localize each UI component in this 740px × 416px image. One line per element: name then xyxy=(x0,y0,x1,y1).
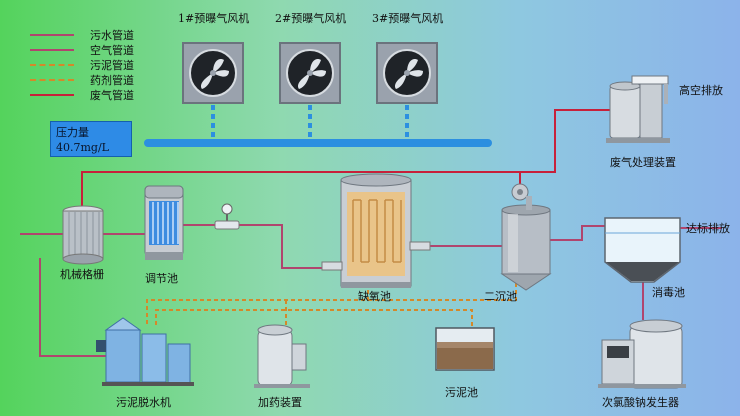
legend-label: 污泥管道 xyxy=(90,59,134,72)
disinfection-tank-label: 消毒池 xyxy=(652,286,685,299)
fan-2-label: 2#预曝气风机 xyxy=(275,12,347,25)
sludge-tank-icon xyxy=(435,327,495,371)
exhaust-pipe xyxy=(81,109,612,208)
fan-blade-icon xyxy=(201,59,229,89)
fan-3[interactable] xyxy=(376,42,438,104)
secondary-clarifier-label: 二沉池 xyxy=(484,290,517,303)
fan-blade-icon xyxy=(395,59,423,89)
regulating-tank-label: 调节池 xyxy=(145,272,178,285)
fan-1[interactable] xyxy=(182,42,244,104)
anoxic-tank-icon xyxy=(321,173,431,288)
legend-swatch xyxy=(30,64,74,66)
fan-rotor-icon xyxy=(286,49,334,97)
disinfection-tank-icon xyxy=(604,217,681,283)
legend-label: 废气管道 xyxy=(90,89,134,102)
legend-row-air: 空气管道 xyxy=(30,43,134,57)
air-header-pipe xyxy=(144,139,492,147)
pressure-title: 压力量 xyxy=(56,126,89,139)
sludge-tank-label: 污泥池 xyxy=(445,386,478,399)
pressure-readout: 压力量 40.7mg/L xyxy=(50,121,132,157)
secondary-clarifier-icon xyxy=(500,183,552,291)
gas-treatment-label: 废气处理装置 xyxy=(610,156,676,169)
regulating-to-anoxic-pipe xyxy=(182,224,326,269)
screen-to-dewatering-pipe xyxy=(39,258,108,357)
fan-rotor-icon xyxy=(383,49,431,97)
fan-3-label: 3#预曝气风机 xyxy=(372,12,444,25)
legend-row-sewage: 污水管道 xyxy=(30,28,134,42)
sludge-dewatering-icon xyxy=(96,317,194,386)
chlorine-generator-label: 次氯酸钠发生器 xyxy=(602,396,679,409)
legend-row-chemical: 药剂管道 xyxy=(30,73,134,87)
legend-label: 污水管道 xyxy=(90,29,134,42)
flow-meter-icon xyxy=(214,203,240,230)
fan-rotor-icon xyxy=(189,49,237,97)
gas-treatment-icon xyxy=(606,75,670,143)
compliant-discharge-label: 达标排放 xyxy=(686,222,730,235)
legend-swatch xyxy=(30,49,74,51)
legend-row-sludge: 污泥管道 xyxy=(30,58,134,72)
fan-1-label: 1#预曝气风机 xyxy=(178,12,250,25)
dosing-device-icon xyxy=(254,324,310,388)
anoxic-tank-label: 缺氧池 xyxy=(358,290,391,303)
mechanical-screen-label: 机械格栅 xyxy=(60,268,104,281)
sludge-dewatering-label: 污泥脱水机 xyxy=(116,396,171,409)
sludge-line-2 xyxy=(155,309,473,328)
legend-swatch xyxy=(30,94,74,96)
mechanical-screen-icon xyxy=(62,205,104,265)
pressure-value: 40.7mg/L xyxy=(56,141,109,154)
clarifier-to-disinfection-pipe xyxy=(549,225,605,241)
chlorine-generator-icon xyxy=(598,319,686,389)
sludge-return-pipe xyxy=(146,283,517,325)
legend-row-exhaust: 废气管道 xyxy=(30,88,134,102)
legend-label: 空气管道 xyxy=(90,44,134,57)
legend-label: 药剂管道 xyxy=(90,74,134,87)
regulating-tank-icon xyxy=(144,185,184,260)
fan-2[interactable] xyxy=(279,42,341,104)
high-discharge-label: 高空排放 xyxy=(679,84,723,97)
dosing-device-label: 加药装置 xyxy=(258,396,302,409)
legend-swatch xyxy=(30,79,74,81)
legend-swatch xyxy=(30,34,74,36)
fan-blade-icon xyxy=(298,59,326,89)
